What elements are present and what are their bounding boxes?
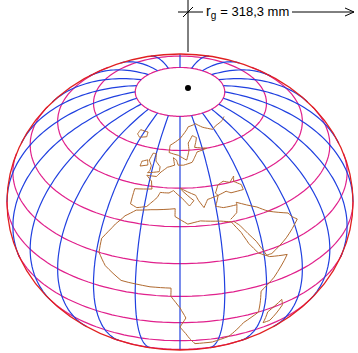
meridian [94, 113, 158, 340]
coastline-path [99, 209, 287, 344]
parallel [135, 68, 225, 117]
coastline-path [263, 299, 282, 322]
meridian [192, 116, 225, 348]
dimension-value: = 318,3 mm [220, 4, 289, 19]
dimension-line [178, 0, 354, 52]
coastline-path [148, 153, 161, 173]
coastline-path [234, 202, 298, 255]
meridian [135, 116, 168, 348]
coastline-path [138, 130, 149, 138]
meridians [7, 54, 353, 350]
meridian [179, 54, 180, 68]
meridian [223, 86, 339, 144]
meridian [121, 62, 158, 71]
parallels [7, 56, 353, 349]
coastline [99, 117, 297, 344]
dimension-tick [183, 7, 193, 17]
meridian [30, 104, 141, 300]
meridian [212, 109, 303, 327]
meridian [202, 62, 239, 71]
meridian [21, 86, 137, 144]
coastline-path [140, 160, 148, 166]
meridian [225, 92, 353, 202]
meridian [179, 116, 180, 350]
dimension-extension [188, 0, 189, 52]
arrowhead [345, 8, 354, 16]
radius-subscript: g [211, 10, 217, 21]
meridian [192, 56, 210, 68]
meridian [89, 70, 148, 76]
dimension-label: rg= 318,3 mm [203, 3, 292, 19]
radius-symbol: r [206, 3, 211, 19]
globe-outline [7, 54, 353, 350]
coastline-path [137, 188, 237, 219]
coastline-path [215, 176, 243, 195]
pole-dot [185, 85, 191, 91]
meridian [151, 56, 169, 68]
meridian [219, 104, 330, 300]
meridian [212, 70, 271, 76]
meridian [202, 113, 266, 340]
